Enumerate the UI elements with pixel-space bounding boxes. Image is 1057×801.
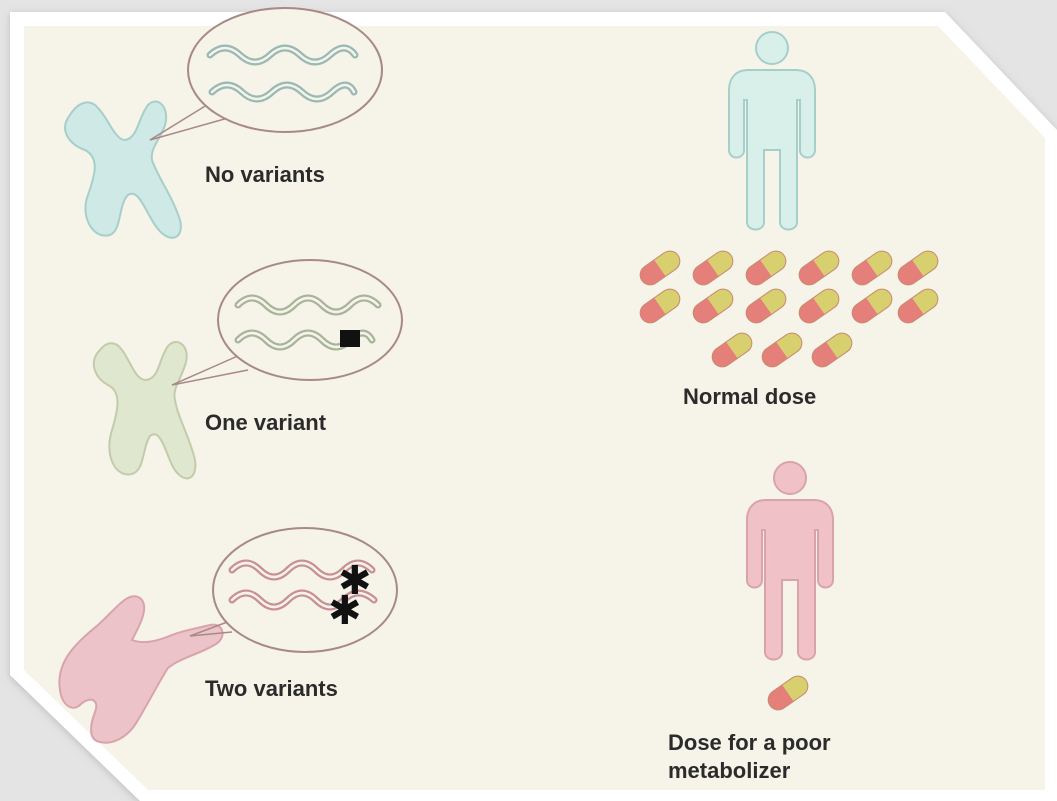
variant-marker-asterisk-2: ✱ <box>328 588 362 634</box>
label-poor-dose-line1: Dose for a poor <box>668 730 831 755</box>
variant-marker-square <box>340 330 360 347</box>
label-poor-dose-line2: metabolizer <box>668 758 790 783</box>
label-no-variants: No variants <box>205 162 325 187</box>
label-two-variants: Two variants <box>205 676 338 701</box>
label-one-variant: One variant <box>205 410 326 435</box>
label-normal-dose: Normal dose <box>683 384 816 409</box>
